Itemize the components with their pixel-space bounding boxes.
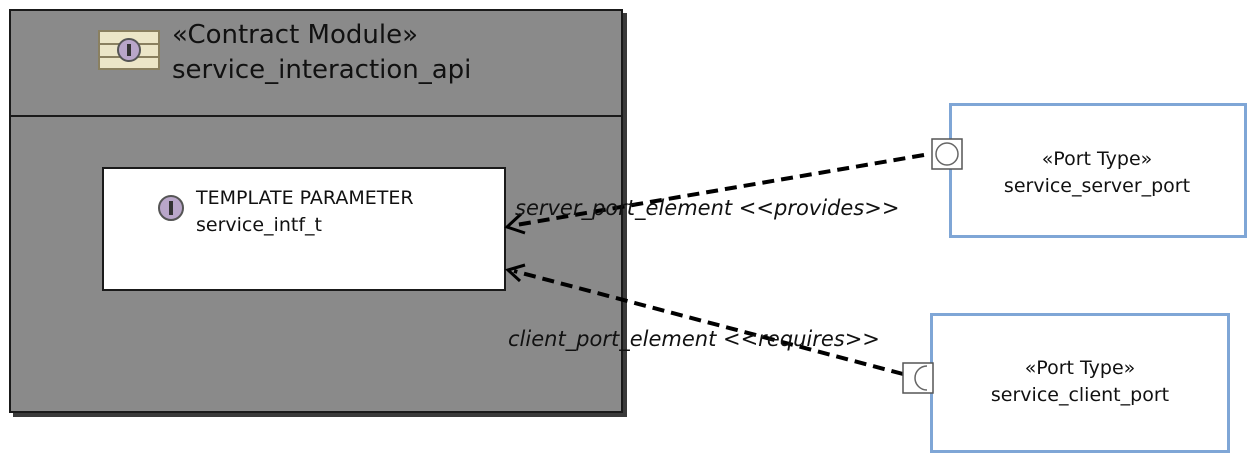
- interface-module-icon: [98, 30, 160, 70]
- client-port-name: service_client_port: [990, 384, 1170, 406]
- template-parameter-heading: TEMPLATE PARAMETER: [196, 187, 414, 209]
- requires-edge-label: client_port_element <<requires>>: [508, 327, 880, 351]
- template-parameter-box[interactable]: [102, 167, 506, 291]
- server-port-name: service_server_port: [1003, 175, 1191, 197]
- server-port-stereotype: «Port Type»: [1041, 148, 1153, 170]
- module-divider: [11, 115, 621, 117]
- provides-edge-label: server_port_element <<provides>>: [515, 196, 900, 220]
- requires-connector[interactable]: [505, 263, 904, 376]
- client-port-stereotype: «Port Type»: [1024, 357, 1136, 379]
- required-interface-icon[interactable]: [902, 362, 934, 394]
- client-port-box[interactable]: [930, 313, 1230, 453]
- client-port-text: «Port Type» service_client_port: [945, 355, 1215, 409]
- module-title: «Contract Module» service_interaction_ap…: [172, 18, 471, 88]
- interface-icon: [158, 195, 184, 221]
- provides-connector[interactable]: [504, 153, 925, 235]
- template-parameter-name: service_intf_t: [196, 214, 322, 236]
- template-parameter-text: TEMPLATE PARAMETER service_intf_t: [196, 185, 414, 239]
- server-port-box[interactable]: [949, 103, 1247, 238]
- provided-interface-icon[interactable]: [931, 138, 963, 170]
- server-port-text: «Port Type» service_server_port: [962, 146, 1232, 200]
- module-name: service_interaction_api: [172, 55, 472, 85]
- module-stereotype: «Contract Module»: [172, 20, 419, 50]
- connectors-layer: [504, 138, 963, 394]
